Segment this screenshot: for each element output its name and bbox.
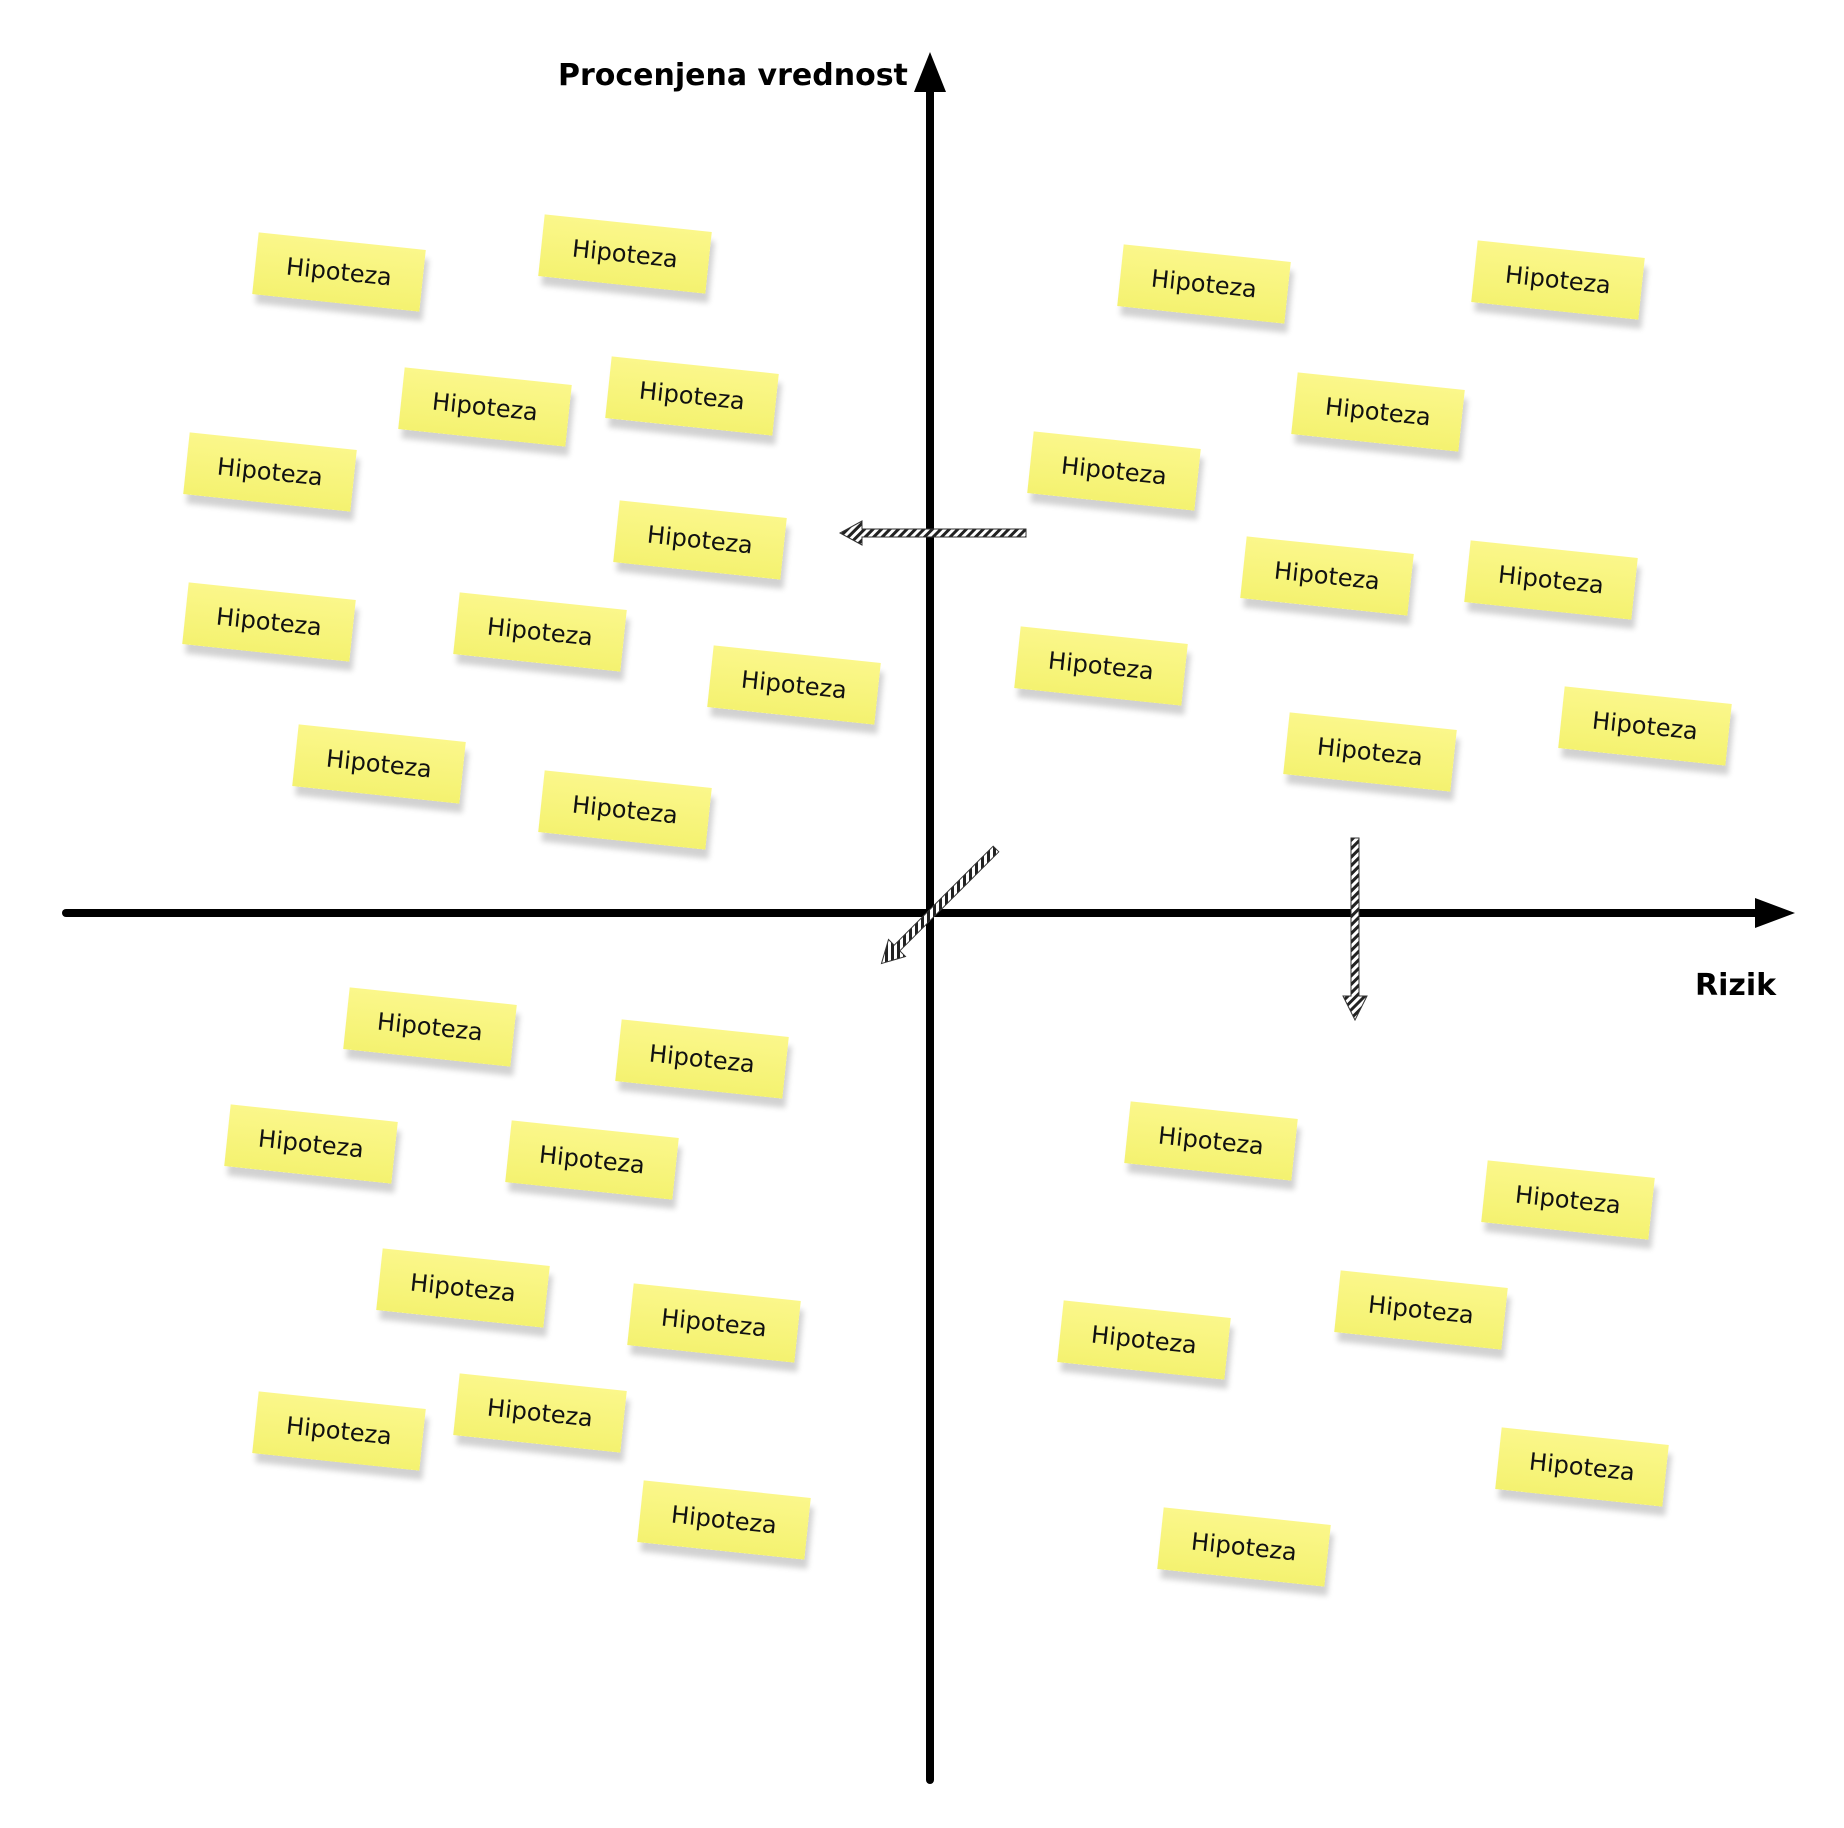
y-axis — [914, 52, 946, 1784]
arrow-down-left — [880, 845, 1000, 965]
y-axis-label: Procenjena vrednost — [558, 58, 908, 93]
arrow-left — [838, 520, 1027, 546]
x-axis-label: Rizik — [1695, 968, 1777, 1003]
x-axis — [62, 898, 1795, 928]
y-axis-arrowhead — [914, 52, 946, 92]
arrow-down — [1342, 837, 1368, 1022]
x-axis-arrowhead — [1755, 898, 1795, 928]
